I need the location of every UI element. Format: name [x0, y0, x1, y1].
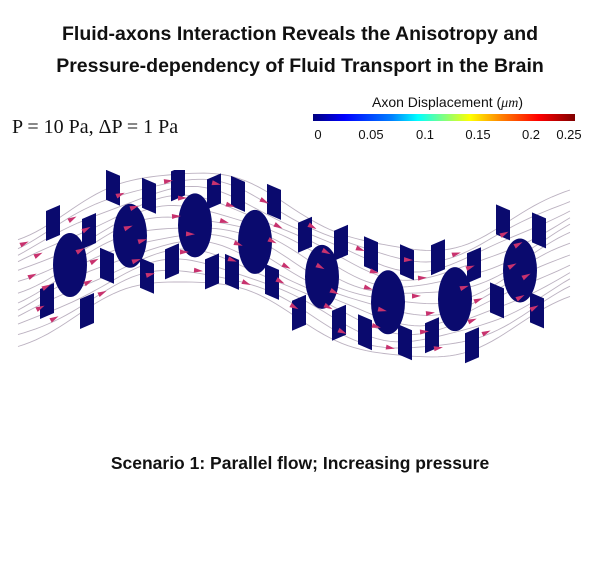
- axon-fragment: [532, 212, 546, 248]
- scenario-caption: Scenario 1: Parallel flow; Increasing pr…: [0, 453, 600, 474]
- flow-arrow: [273, 222, 283, 231]
- colorbar-label-prefix: Axon Displacement (: [372, 94, 501, 110]
- axon-cross-section: [53, 233, 87, 297]
- axon-fragment: [400, 244, 414, 280]
- axon-fragment: [465, 327, 479, 363]
- axon-fragment: [142, 178, 156, 214]
- axon-fragment: [467, 247, 481, 283]
- flow-arrow: [97, 289, 107, 297]
- flow-arrow: [412, 293, 421, 298]
- axon-cross-section: [438, 267, 472, 331]
- colorbar-tick: 0.15: [465, 127, 490, 142]
- colorbar-tick: 0.25: [556, 127, 581, 142]
- axon-cross-section: [305, 245, 339, 309]
- colorbar-label-unit: μm: [501, 96, 518, 111]
- colorbar-tick: 0.1: [416, 127, 434, 142]
- axon-fragment: [292, 295, 306, 331]
- axon-fragment: [358, 314, 372, 350]
- axon-fragment: [490, 282, 504, 318]
- title-line-1: Fluid-axons Interaction Reveals the Anis…: [0, 18, 600, 50]
- axon-fragment: [46, 205, 60, 241]
- axon-fragment: [165, 243, 179, 279]
- axon-cross-section: [113, 204, 147, 268]
- axon-fragment: [298, 217, 312, 253]
- axon-cross-section: [371, 270, 405, 334]
- colorbar-tick: 0.05: [358, 127, 383, 142]
- pressure-parameters: P = 10 Pa, ΔP = 1 Pa: [12, 116, 178, 139]
- axon-fragment: [205, 253, 219, 289]
- axon-fragment: [207, 173, 221, 209]
- axon-fragment: [398, 324, 412, 360]
- axon-fragment: [334, 225, 348, 261]
- axon-cross-section: [503, 238, 537, 302]
- colorbar-ticks: 0 0.05 0.1 0.15 0.2 0.25: [300, 127, 590, 145]
- axon-fragment: [332, 305, 346, 341]
- axon-fragment: [106, 170, 120, 206]
- flow-arrow: [418, 275, 427, 281]
- flow-arrow: [281, 262, 291, 271]
- colorbar-label: Axon Displacement (μm): [372, 94, 523, 112]
- axon-fragment: [431, 239, 445, 275]
- figure-title: Fluid-axons Interaction Reveals the Anis…: [0, 18, 600, 82]
- colorbar-label-suffix: ): [518, 94, 523, 110]
- axon-fragment: [80, 293, 94, 329]
- axon-fragment: [100, 248, 114, 284]
- colorbar: [313, 114, 575, 121]
- axon-flow-scene: [0, 170, 600, 380]
- title-line-2: Pressure-dependency of Fluid Transport i…: [0, 50, 600, 82]
- flow-arrow: [241, 279, 251, 287]
- axon-cross-section: [178, 193, 212, 257]
- colorbar-tick: 0: [314, 127, 321, 142]
- axon-fragment: [40, 283, 54, 319]
- flow-arrow: [473, 296, 483, 304]
- axon-fragment: [267, 184, 281, 220]
- colorbar-tick: 0.2: [522, 127, 540, 142]
- axon-fragment: [364, 236, 378, 272]
- axon-cross-section: [238, 210, 272, 274]
